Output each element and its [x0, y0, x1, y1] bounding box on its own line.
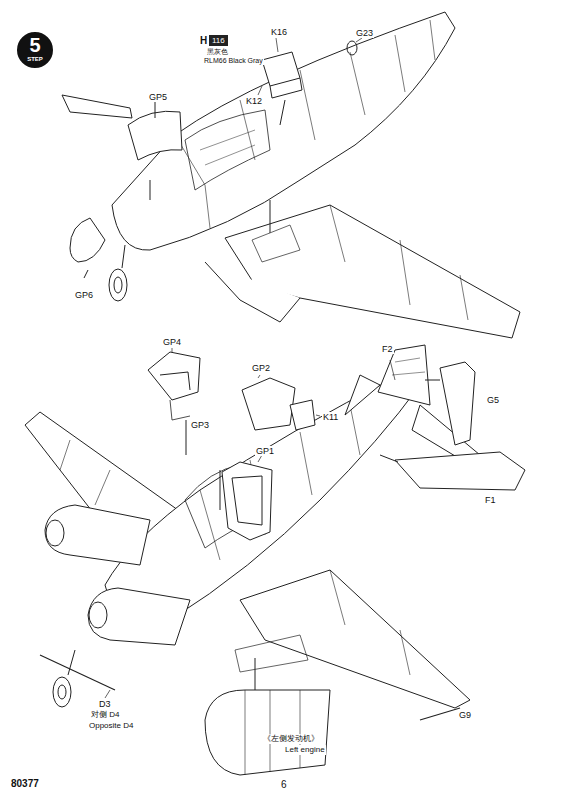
part-label: GP6 — [74, 290, 94, 300]
part-label: GP2 — [251, 363, 271, 373]
kit-number: 80377 — [10, 778, 40, 790]
part-label: GP4 — [162, 337, 182, 347]
paint-name: RLM66 Black Gray — [203, 56, 264, 65]
step-badge: 5STEP — [17, 32, 53, 68]
part-label: GP5 — [148, 92, 168, 102]
page-number: 6 — [280, 779, 288, 791]
part-label: 《左侧发动机》 — [262, 734, 320, 744]
paint-number: 116 — [212, 35, 225, 46]
part-label: G5 — [486, 395, 500, 405]
part-label: G23 — [355, 28, 374, 38]
step-number: 5 — [19, 34, 51, 56]
part-label: D3 — [98, 699, 112, 709]
part-label: Opposite D4 — [88, 721, 134, 731]
paint-name: 黑灰色 — [206, 47, 229, 56]
step-word: STEP — [19, 56, 51, 63]
part-label: G9 — [458, 710, 472, 720]
part-label: K16 — [270, 27, 288, 37]
part-label: K11 — [322, 412, 339, 422]
part-label: F2 — [381, 344, 394, 354]
part-label: Left engine — [284, 745, 326, 755]
part-label: GP3 — [190, 420, 210, 430]
part-label: 对侧 D4 — [90, 710, 120, 720]
part-label: GP1 — [255, 446, 275, 456]
color-chip: 116 — [209, 35, 228, 46]
part-label: K12 — [245, 96, 263, 106]
paint-code-letter: H — [199, 35, 208, 47]
part-label: F1 — [484, 495, 497, 505]
